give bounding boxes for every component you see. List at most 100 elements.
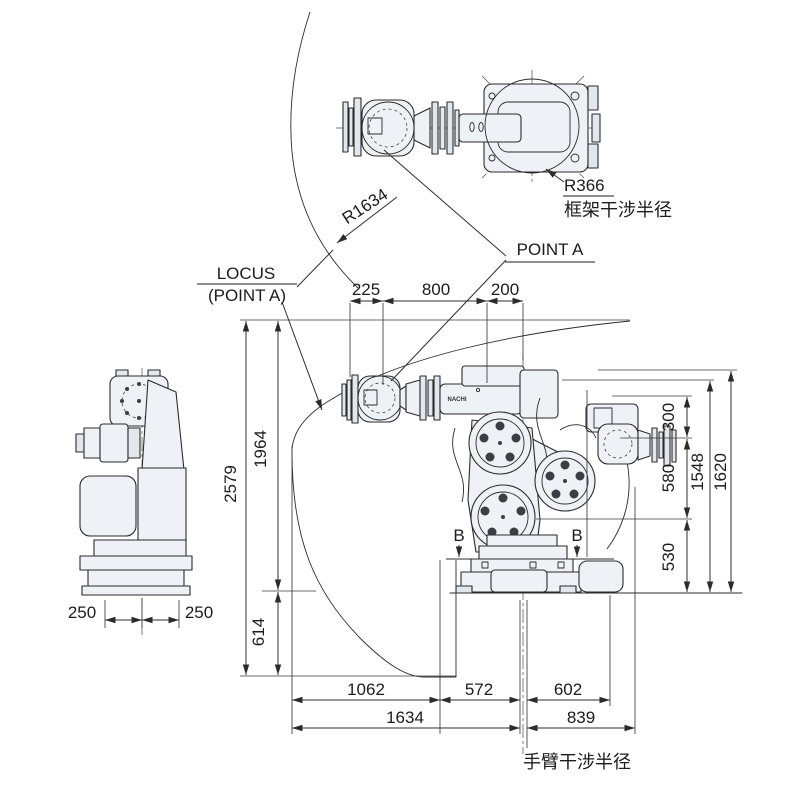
- plan-bolt: [570, 91, 580, 101]
- plan-tool-flange: [353, 97, 362, 157]
- plan-bracket: [587, 143, 599, 169]
- dim-1964: 1964: [251, 430, 270, 468]
- side-base-top: [93, 539, 187, 559]
- plan-bolt: [488, 154, 496, 162]
- folded-flange-ring: [658, 431, 664, 459]
- base-bolt: [557, 561, 565, 569]
- base-foot: [455, 585, 473, 594]
- dim-530: 530: [659, 543, 678, 571]
- plan-wrist: [361, 99, 415, 157]
- main-view-robot: NACHI: [341, 356, 677, 754]
- brand-logo: NACHI: [448, 397, 467, 403]
- side-base-flange: [79, 555, 193, 571]
- locus-leader-up: [296, 249, 334, 288]
- wrist-bolt-circle: [364, 382, 396, 414]
- dim-1548: 1548: [688, 453, 707, 491]
- plan-flange-ring: [431, 101, 439, 155]
- side-motor-flange: [127, 427, 141, 459]
- side-j1-housing: [137, 467, 187, 543]
- wrist-neck: [399, 385, 407, 411]
- plan-bracket: [587, 85, 599, 111]
- arm-interference-caption: 手臂干涉半径: [523, 752, 631, 772]
- wrist-hole: [363, 389, 378, 406]
- locus-leader-down: [281, 301, 323, 411]
- dim-800: 800: [422, 280, 450, 299]
- folded-flange-ring: [663, 425, 671, 467]
- plan-tool-flange: [348, 107, 354, 147]
- plan-view-robot: [336, 70, 601, 185]
- dim-1634: 1634: [386, 708, 424, 727]
- plan-bracket: [591, 113, 601, 143]
- dim-572: 572: [465, 680, 493, 699]
- locus-label: LOCUS: [217, 264, 276, 283]
- plan-taper: [413, 107, 431, 149]
- dim-2579: 2579: [221, 465, 240, 503]
- r1634-leader: [336, 196, 398, 244]
- plan-bolt: [488, 92, 496, 100]
- plan-wrist-hole: [367, 117, 383, 135]
- elbow-block: [519, 369, 559, 419]
- dim-1620: 1620: [711, 453, 730, 491]
- arm-top-housing: [461, 365, 525, 387]
- dim-250-right: 250: [185, 603, 213, 622]
- side-motor-ring: [83, 427, 101, 459]
- dim-200: 200: [491, 280, 519, 299]
- side-base-motor: [79, 475, 137, 537]
- base-front-plate: [490, 569, 548, 593]
- section-b-right-label: B: [571, 526, 582, 545]
- folded-flange-ring: [651, 427, 658, 463]
- section-b-left-label: B: [453, 526, 464, 545]
- point-a-leader-plan: [383, 149, 507, 257]
- point-a-leader-elevation: [390, 259, 507, 382]
- dim-839: 839: [567, 708, 595, 727]
- dim-300: 300: [659, 403, 678, 431]
- plan-wrist-bolt-circle: [368, 108, 408, 148]
- tool-flange-plate: [346, 379, 352, 421]
- r366-leader: [545, 168, 565, 183]
- base-bolt: [529, 561, 537, 569]
- plan-arm-tube: [458, 113, 522, 143]
- j2-joint-disc: [470, 484, 536, 550]
- plan-locus-arc: [290, 11, 359, 289]
- turntable-upper: [486, 534, 558, 547]
- tool-flange-plate: [341, 383, 347, 417]
- dim-580: 580: [659, 464, 678, 492]
- arm-flange-ring: [427, 379, 434, 417]
- plan-flange-ring: [446, 101, 454, 155]
- arm-flange-ring: [433, 375, 441, 421]
- turntable-lower: [478, 545, 568, 560]
- plan-flange-ring: [439, 106, 446, 150]
- plan-slot: [469, 122, 475, 132]
- side-motor-cap: [75, 433, 85, 453]
- tool-flange-plate: [351, 374, 359, 424]
- dim-614: 614: [249, 618, 268, 646]
- base-bolt: [481, 561, 489, 569]
- side-motor-body: [99, 423, 129, 463]
- side-base-plate: [81, 585, 191, 596]
- frame-interference-circle: [484, 78, 580, 174]
- plan-bolt: [570, 153, 580, 163]
- j3-joint-disc: [468, 411, 532, 475]
- wrist-cone: [405, 379, 421, 417]
- folded-wrist-bolt-circle: [603, 429, 633, 459]
- r366-label: R366: [564, 176, 605, 195]
- dim-225: 225: [352, 280, 380, 299]
- side-view-robot: [75, 368, 193, 638]
- arm-flange-ring: [419, 375, 427, 421]
- plan-slot: [478, 122, 484, 132]
- base-side-motor: [578, 560, 624, 593]
- folded-wrist-assembly: [559, 403, 677, 467]
- dimension-annotations: 225 800 200 2579 1964 614 300 580 530 15…: [68, 149, 743, 772]
- dim-250-left: 250: [68, 603, 96, 622]
- locus-point-a-label: (POINT A): [208, 286, 286, 305]
- cable-curve: [559, 424, 597, 439]
- base-assembly: [455, 534, 624, 594]
- folded-wrist-cone: [637, 429, 651, 461]
- cable-curve: [452, 427, 464, 503]
- plan-tool-flange: [342, 101, 349, 153]
- base-foot: [559, 585, 577, 594]
- side-base-body: [87, 569, 185, 587]
- j3-joint-disc-folded: [534, 450, 596, 512]
